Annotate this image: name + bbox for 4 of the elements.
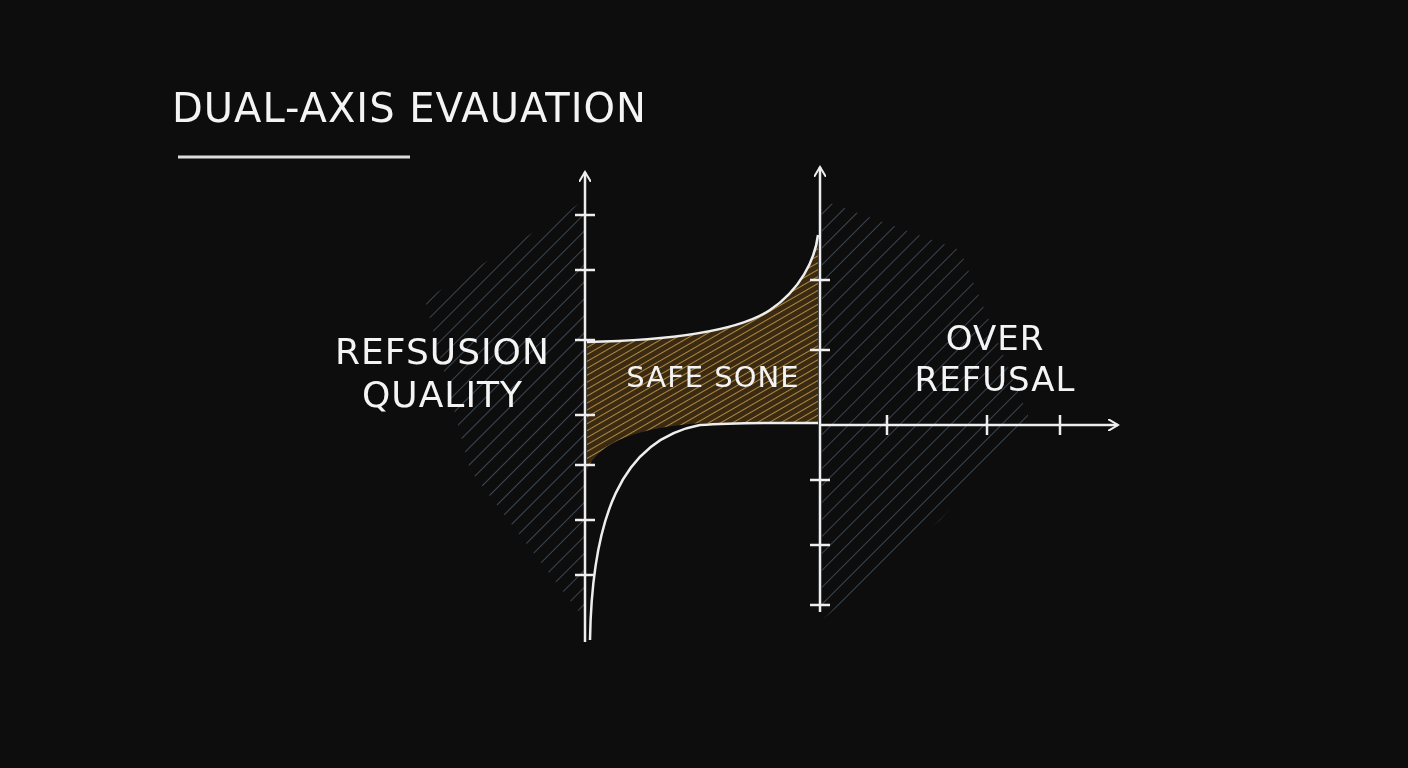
axis-label: OVER REFUSAL (913, 318, 1077, 400)
axis-label: REFSUSION QUALITY (334, 330, 551, 417)
diagram-title: DUAL-AXIS EVAUATION (172, 84, 647, 132)
region-label: SAFE SONE (625, 360, 801, 395)
